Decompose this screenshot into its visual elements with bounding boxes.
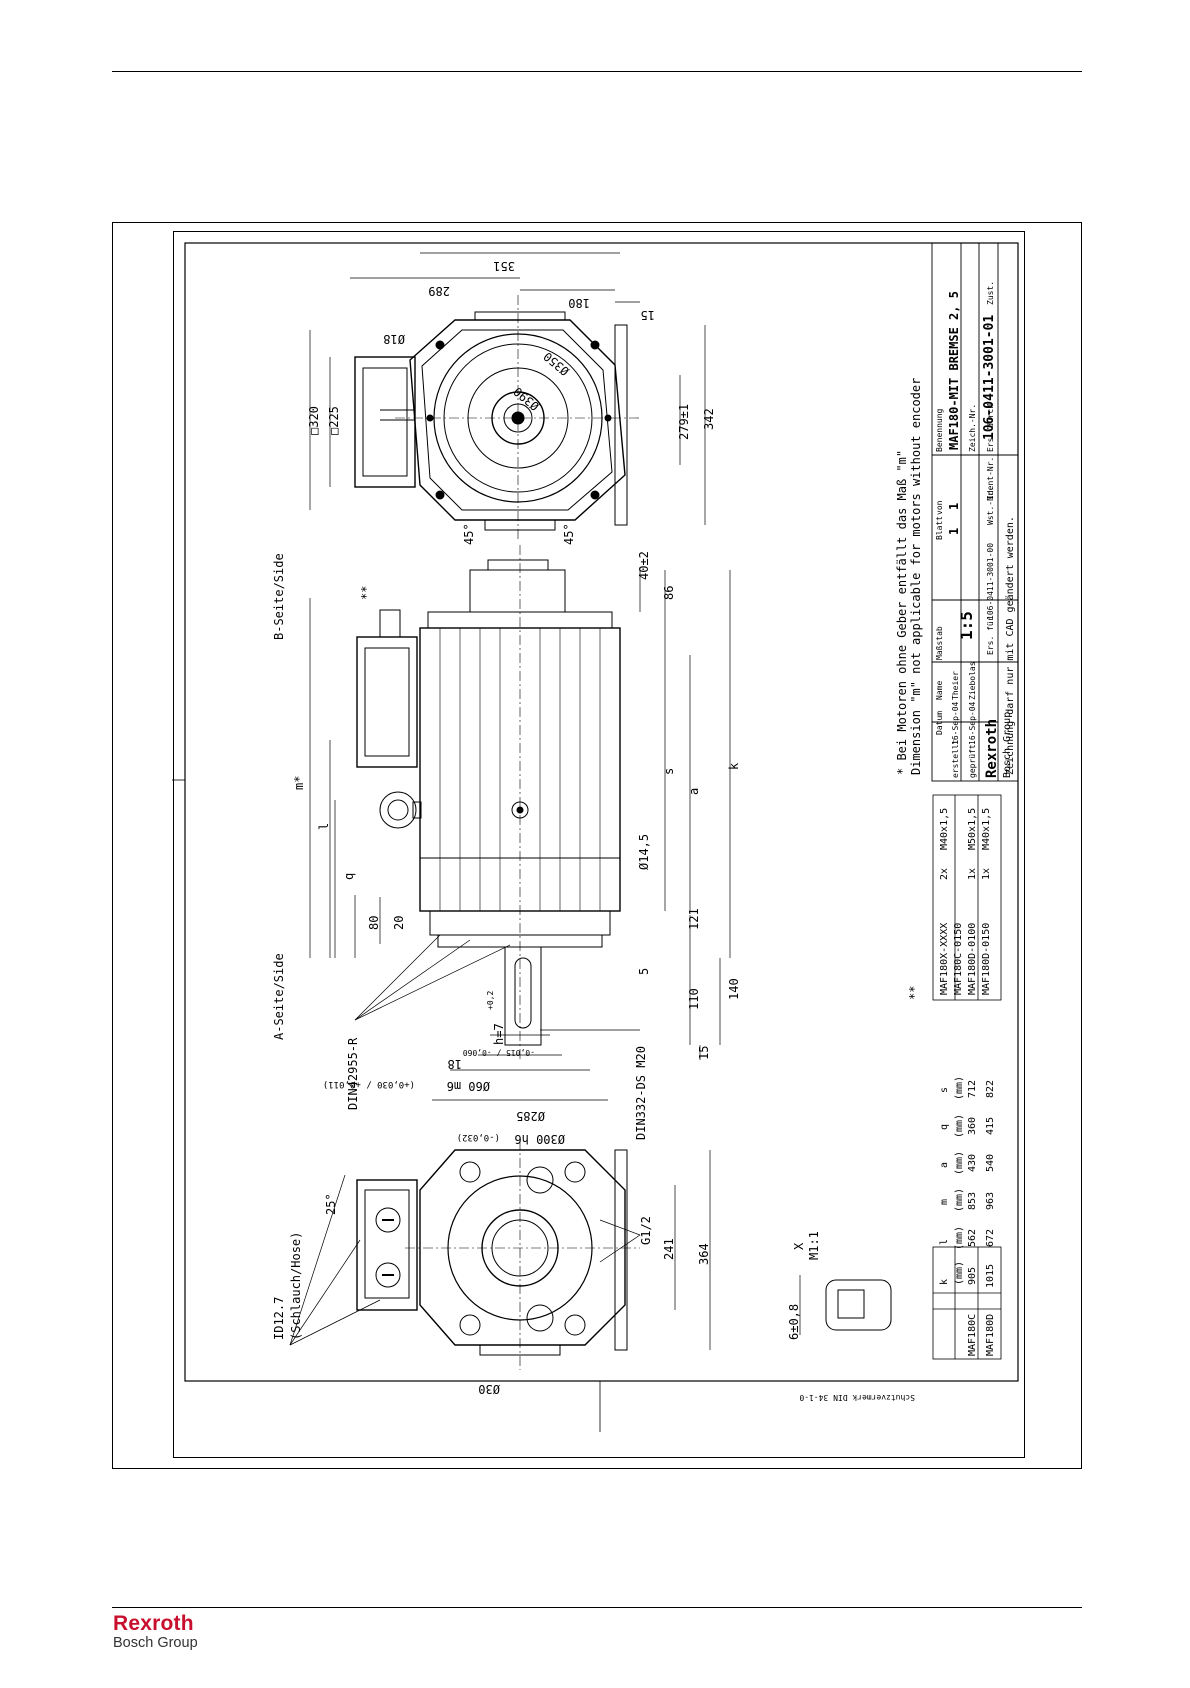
dimension-table-grid bbox=[932, 794, 1002, 1360]
footer-brand: Rexroth bbox=[113, 1612, 194, 1635]
title-block-grid bbox=[931, 242, 1019, 782]
footer-logo: Rexroth Bosch Group bbox=[113, 1612, 198, 1652]
a-side-face-view bbox=[289, 1140, 892, 1370]
b-side-face-view bbox=[309, 252, 706, 540]
drawing-sheet bbox=[173, 231, 1025, 1458]
header-rule bbox=[112, 71, 1082, 72]
motor-side-view bbox=[309, 545, 731, 1101]
footer-rule bbox=[112, 1607, 1082, 1608]
inner-border bbox=[184, 242, 1019, 1382]
footer-group: Bosch Group bbox=[113, 1635, 198, 1651]
drawing-frame bbox=[112, 222, 1082, 1469]
